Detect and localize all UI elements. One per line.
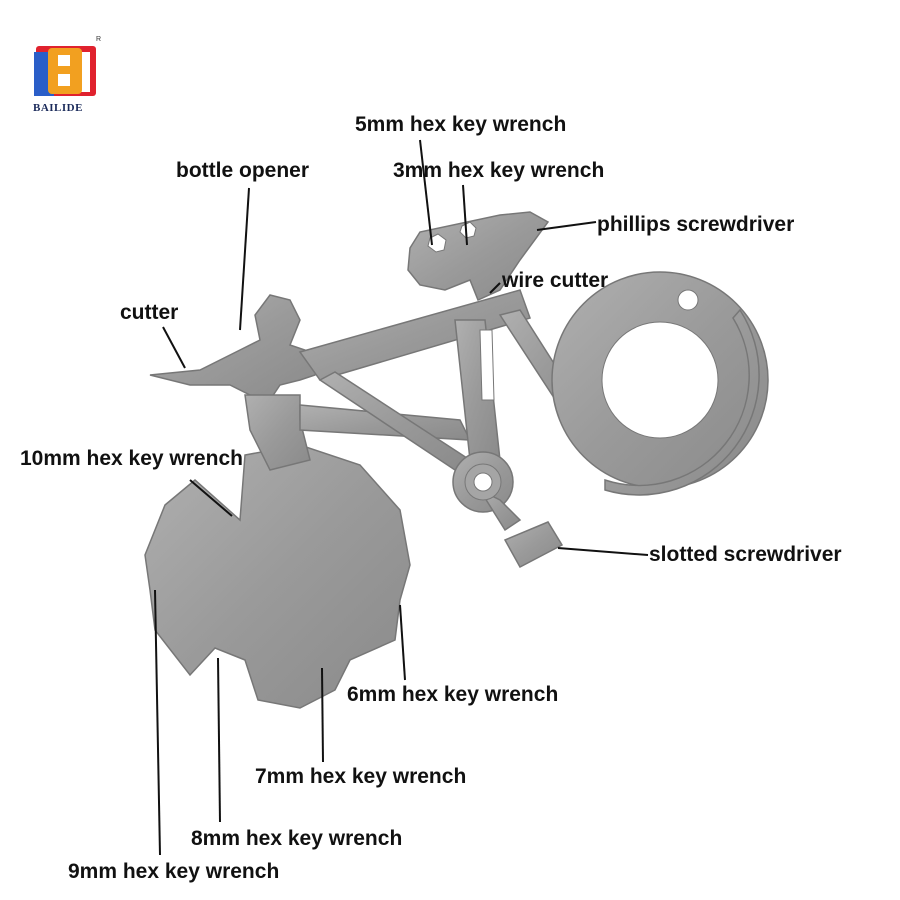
label-bottle-opener: bottle opener	[176, 159, 310, 182]
bailide-logo	[34, 46, 96, 96]
brand-name: BAILIDE	[33, 102, 83, 114]
label-5mm-hex: 5mm hex key wrench	[355, 113, 567, 136]
label-8mm-hex: 8mm hex key wrench	[191, 827, 403, 850]
label-6mm-hex: 6mm hex key wrench	[347, 683, 559, 706]
label-cutter: cutter	[120, 301, 179, 324]
label-phillips-screwdriver: phillips screwdriver	[597, 213, 795, 236]
label-wire-cutter: wire cutter	[502, 269, 609, 292]
label-9mm-hex: 9mm hex key wrench	[68, 860, 280, 883]
registered-mark: R	[96, 36, 102, 43]
multitool	[144, 211, 769, 709]
label-10mm-hex: 10mm hex key wrench	[20, 447, 243, 470]
tool-cutouts	[427, 221, 719, 501]
label-7mm-hex: 7mm hex key wrench	[255, 765, 467, 788]
label-3mm-hex: 3mm hex key wrench	[393, 159, 605, 182]
label-slotted-screwdriver: slotted screwdriver	[649, 543, 842, 566]
leader-lines	[154, 139, 649, 856]
